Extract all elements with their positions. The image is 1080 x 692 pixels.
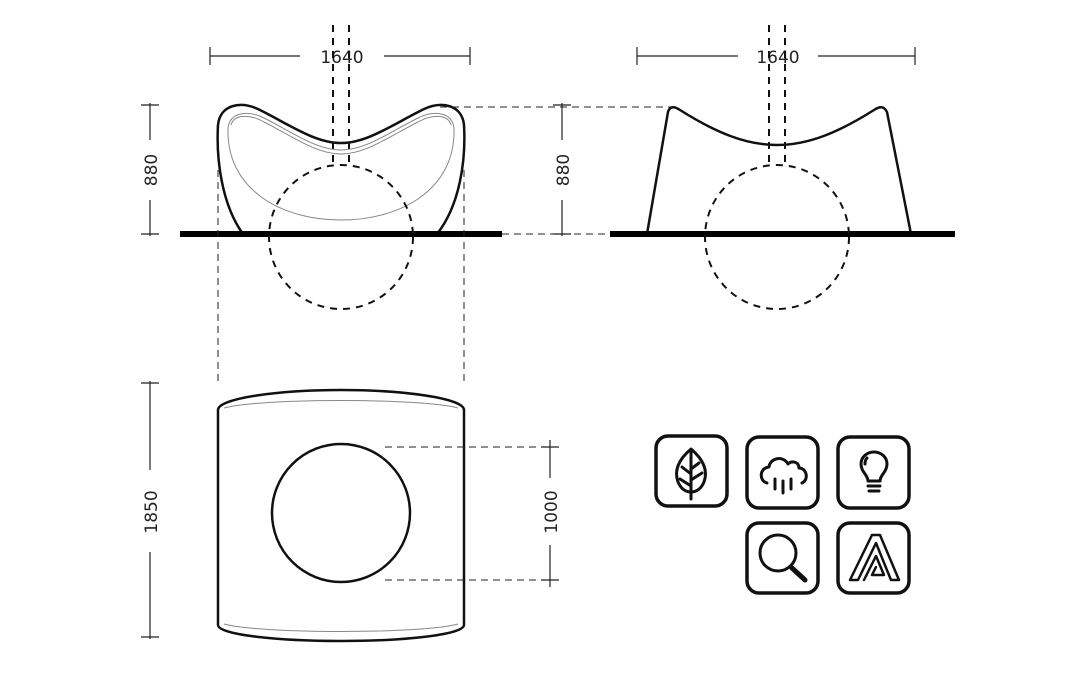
side-height-label: 880 xyxy=(554,154,574,186)
hole-label: 1000 xyxy=(542,490,562,533)
side-width-dimension: 1640 xyxy=(636,47,916,68)
letter-a-logo-icon xyxy=(836,521,911,595)
icon-grid xyxy=(654,434,911,595)
leaf-icon xyxy=(654,434,729,508)
front-height-label: 880 xyxy=(142,154,162,186)
side-height-dimension: 880 xyxy=(553,103,574,236)
lightbulb-icon xyxy=(836,435,911,510)
rain-cloud-icon xyxy=(745,435,820,510)
side-width-label: 1640 xyxy=(756,48,799,68)
chair-side-outline xyxy=(645,106,913,235)
top-view: 1850 1000 xyxy=(141,381,562,643)
top-depth-label: 1850 xyxy=(142,490,162,533)
seat-hole xyxy=(270,442,412,584)
chair-top-outline xyxy=(216,388,466,643)
side-view: 1640 880 xyxy=(553,25,955,310)
hole-dimension: 1000 xyxy=(541,440,562,587)
top-depth-dimension: 1850 xyxy=(141,381,162,639)
front-view: 1640 880 xyxy=(141,25,672,385)
front-height-dimension: 880 xyxy=(141,103,162,236)
front-width-dimension: 1640 xyxy=(209,47,471,68)
chair-front-outline xyxy=(216,103,466,235)
front-width-label: 1640 xyxy=(320,48,363,68)
magnifier-icon xyxy=(745,521,820,595)
